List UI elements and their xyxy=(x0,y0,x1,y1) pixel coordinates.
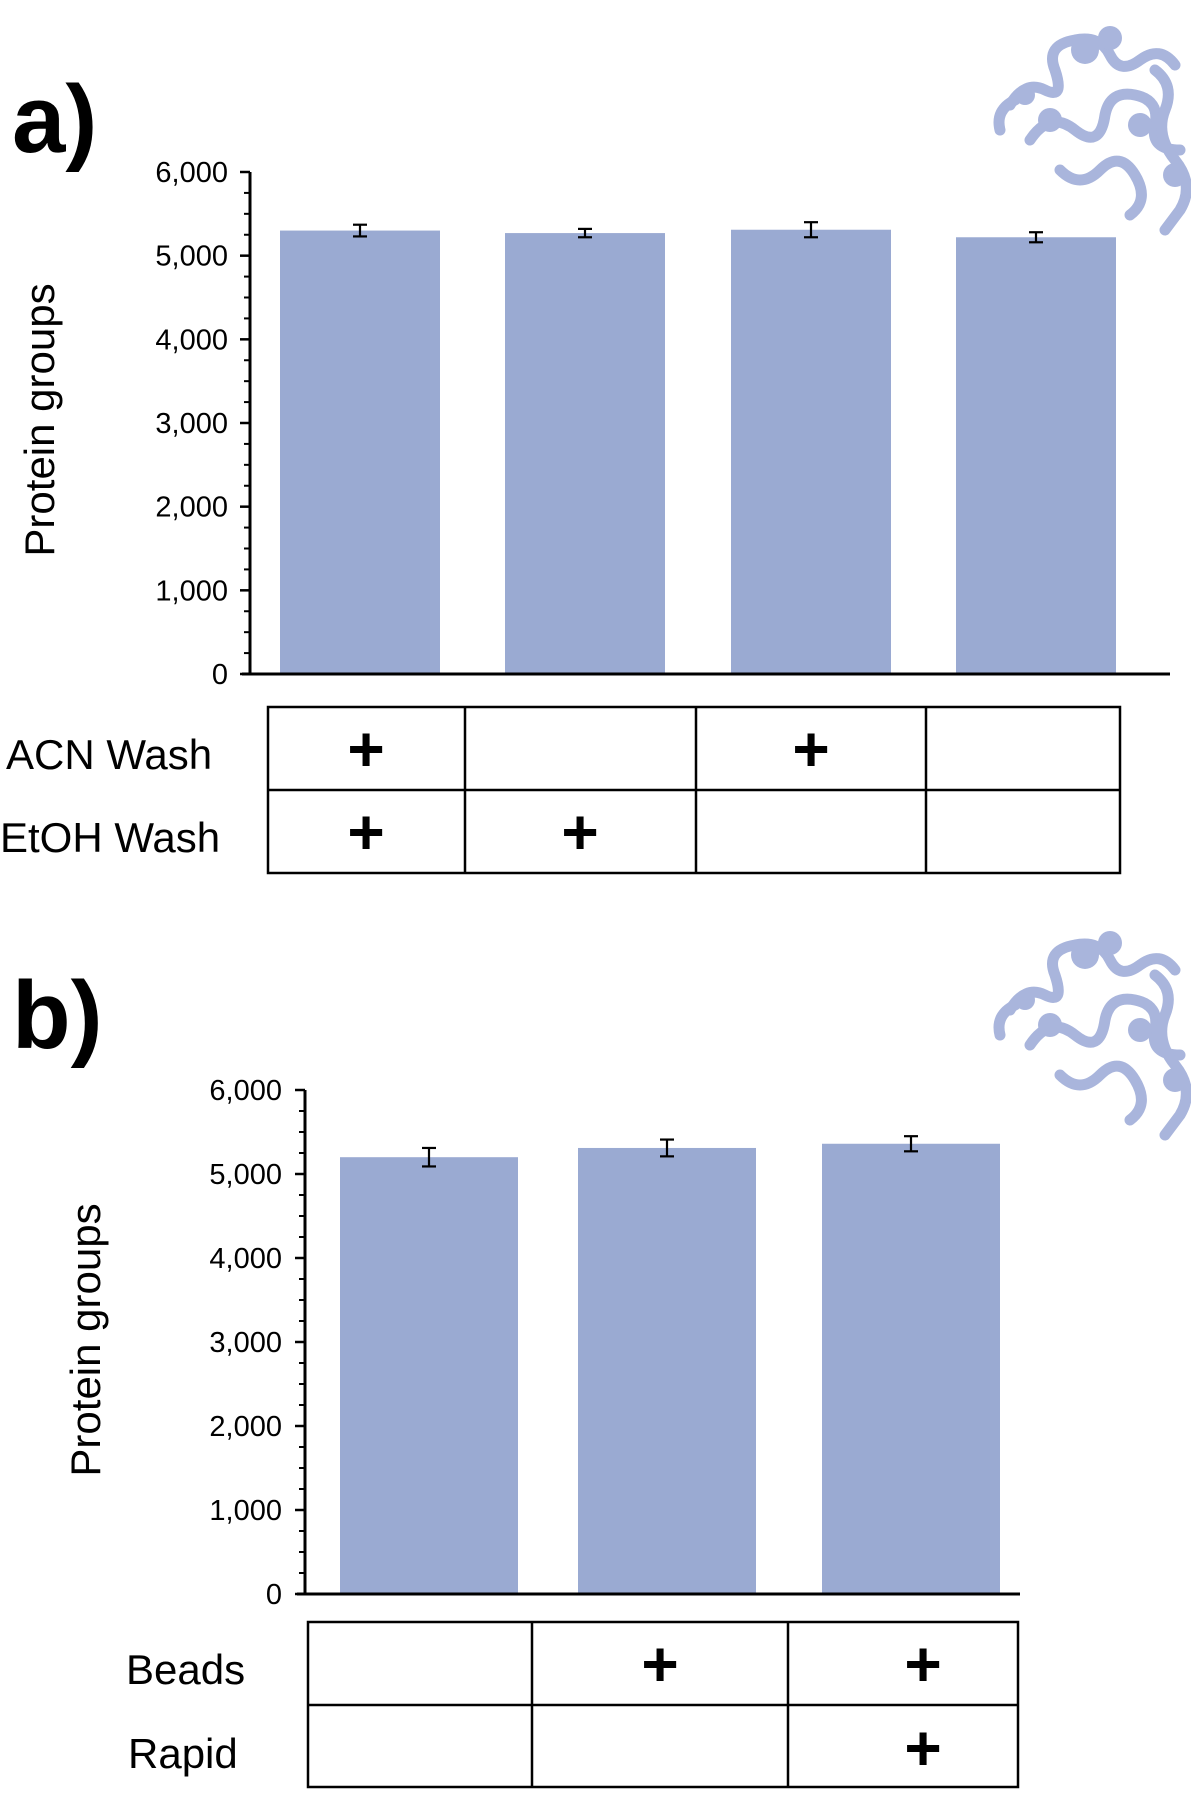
panel-letter-a: a) xyxy=(12,66,97,173)
table-cell-mark: + xyxy=(347,713,384,785)
y-axis-label: Protein groups xyxy=(16,283,63,556)
table-cell-mark: + xyxy=(561,796,598,868)
y-tick-label: 4,000 xyxy=(155,324,228,356)
error-bar xyxy=(353,223,367,238)
y-tick-label: 6,000 xyxy=(155,157,228,189)
y-tick-label: 5,000 xyxy=(155,241,228,273)
y-tick-label: 1,000 xyxy=(209,1495,282,1527)
bar xyxy=(822,1143,1000,1594)
y-tick-labels: 0 1,000 2,000 3,000 4,000 5,000 6,000 xyxy=(155,157,228,691)
panel-letter-b: b) xyxy=(12,962,103,1069)
panel-a: a) Protein groups 0 1,000 2,000 3,000 4,000 5… xyxy=(0,26,1191,875)
error-bar xyxy=(1029,231,1043,244)
error-bar xyxy=(578,227,592,239)
y-tick-label: 4,000 xyxy=(209,1243,282,1275)
row-label-etoh-wash: EtOH Wash xyxy=(0,814,220,861)
table-cell-mark: + xyxy=(792,713,829,785)
plot-area xyxy=(240,170,1170,676)
panel-b: b) Protein groups 0 1,000 2,000 3,000 4,000 5… xyxy=(12,931,1191,1789)
condition-table xyxy=(266,705,1122,875)
table-cell-mark: + xyxy=(904,1712,941,1784)
y-axis-label: Protein groups xyxy=(62,1203,109,1476)
y-tick-label: 3,000 xyxy=(209,1327,282,1359)
row-label-beads: Beads xyxy=(126,1646,245,1693)
protein-structure-icon xyxy=(993,931,1191,1141)
error-bar xyxy=(422,1146,436,1168)
y-tick-label: 0 xyxy=(266,1579,282,1611)
error-bar xyxy=(804,221,818,239)
bar xyxy=(340,1157,518,1594)
error-bar xyxy=(660,1138,674,1158)
bar xyxy=(505,233,665,674)
error-bar xyxy=(904,1135,918,1153)
y-tick-label: 2,000 xyxy=(155,492,228,524)
table-cell-mark: + xyxy=(641,1628,678,1700)
y-tick-label: 5,000 xyxy=(209,1159,282,1191)
row-label-acn-wash: ACN Wash xyxy=(6,731,212,778)
condition-table xyxy=(306,1620,1020,1789)
table-cell-mark: + xyxy=(347,796,384,868)
bar xyxy=(578,1147,756,1594)
y-tick-label: 6,000 xyxy=(209,1075,282,1107)
y-tick-label: 2,000 xyxy=(209,1411,282,1443)
bar xyxy=(956,237,1116,674)
table-cell-mark: + xyxy=(904,1628,941,1700)
plot-area xyxy=(295,1088,1020,1596)
y-tick-label: 3,000 xyxy=(155,408,228,440)
row-label-rapid: Rapid xyxy=(128,1730,238,1777)
y-tick-labels: 0 1,000 2,000 3,000 4,000 5,000 6,000 xyxy=(209,1075,282,1611)
bar xyxy=(280,230,440,675)
bar xyxy=(731,229,891,675)
y-tick-label: 0 xyxy=(212,659,228,691)
protein-structure-icon xyxy=(993,26,1191,236)
y-tick-label: 1,000 xyxy=(155,575,228,607)
